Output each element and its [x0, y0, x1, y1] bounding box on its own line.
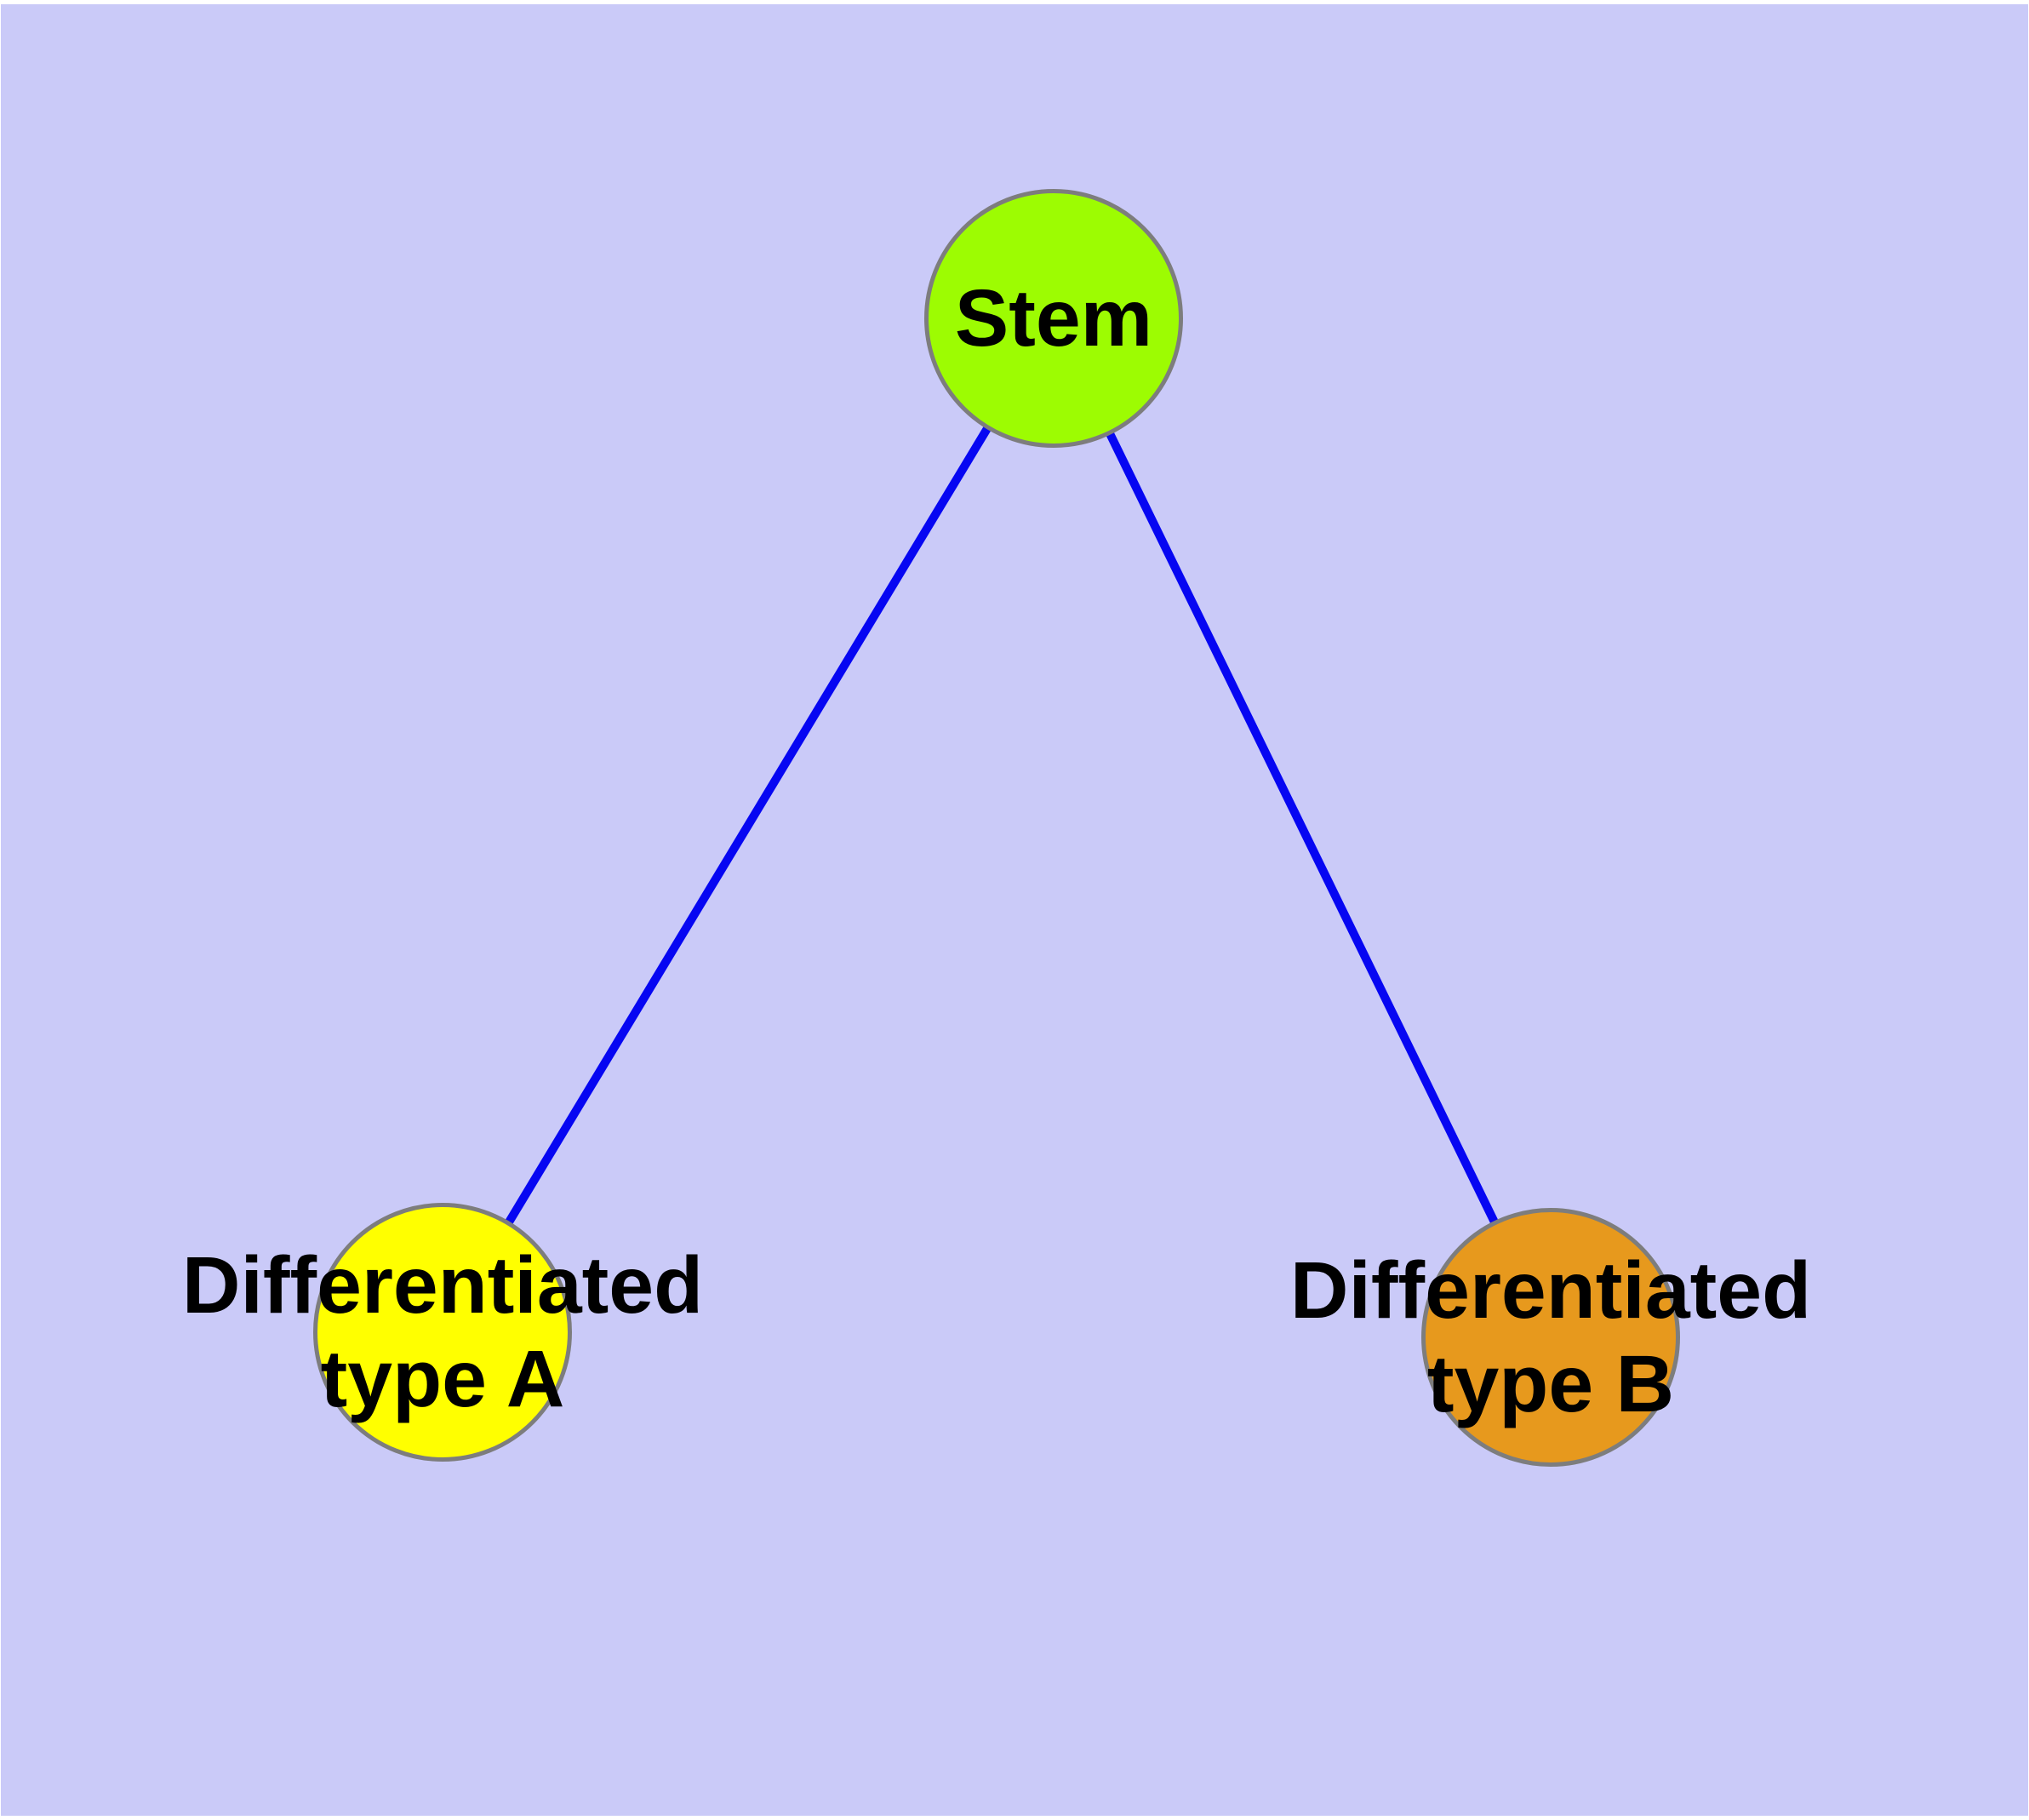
edge-stem-to-differentiated-type-b	[1049, 316, 1555, 1340]
node-differentiated-type-b-label: Differentiated type B	[1289, 1245, 1812, 1429]
node-stem	[924, 189, 1183, 448]
edge-layer	[438, 316, 1555, 1340]
node-differentiated-type-b	[1421, 1208, 1680, 1467]
node-differentiated-type-a-label: Differentiated type A	[181, 1240, 704, 1424]
node-stem-label: Stem	[954, 273, 1153, 363]
plot-background: Stem Differentiated type A Differentiate…	[1, 4, 2028, 1816]
node-differentiated-type-a	[313, 1203, 572, 1462]
edge-stem-to-differentiated-type-a	[438, 316, 1058, 1335]
